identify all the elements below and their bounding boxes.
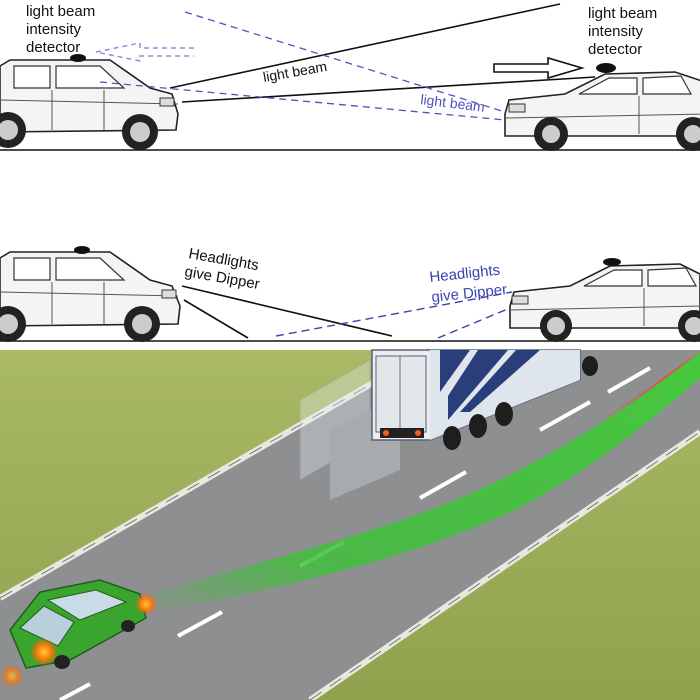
left-detector-label-1: light beam xyxy=(26,3,95,20)
headlight-glow-rear xyxy=(30,638,58,666)
right-detector-dome-2 xyxy=(603,258,621,266)
right-sedan xyxy=(504,71,700,151)
road-scene xyxy=(0,347,700,700)
light-beam-black-upper xyxy=(169,3,561,89)
green-car xyxy=(0,579,157,688)
right-sedan-2 xyxy=(509,263,700,342)
dipped-beam-blue-1 xyxy=(275,291,513,337)
truck xyxy=(371,349,598,450)
left-detector-dome xyxy=(70,54,86,62)
left-detector-dome-2 xyxy=(74,246,90,254)
incoming-beam-arrow-left xyxy=(95,42,194,62)
road-surface xyxy=(0,350,700,700)
middle-panel: Headlights give Dipper Headlights give D… xyxy=(0,245,700,342)
right-detector-label-1: light beam xyxy=(588,5,657,22)
right-detector-label-3: detector xyxy=(588,41,642,58)
headlight-glow-front xyxy=(135,593,157,615)
right-headlights-label-2: give Dipper xyxy=(431,281,508,306)
dipped-beam-black-1 xyxy=(181,285,393,337)
left-suv xyxy=(0,59,179,150)
dipped-beam-blue-2 xyxy=(437,307,511,339)
left-suv-2 xyxy=(0,251,181,342)
light-beam-blue-lower xyxy=(99,81,506,121)
left-detector-label-3: detector xyxy=(26,39,80,56)
beam-label-black: light beam xyxy=(262,58,328,85)
right-detector-label-2: intensity xyxy=(588,23,644,40)
green-path xyxy=(140,352,700,612)
light-beam-blue-upper xyxy=(184,11,506,113)
beam-label-blue: light beam xyxy=(420,91,486,115)
incoming-beam-arrow-right xyxy=(493,56,585,80)
top-panel: light beam intensity detector light beam… xyxy=(0,3,700,151)
left-detector-label-2: intensity xyxy=(26,21,82,38)
light-beam-black-lower xyxy=(181,76,596,103)
dipped-beam-black-2 xyxy=(183,299,249,339)
right-detector-dome xyxy=(596,63,616,73)
